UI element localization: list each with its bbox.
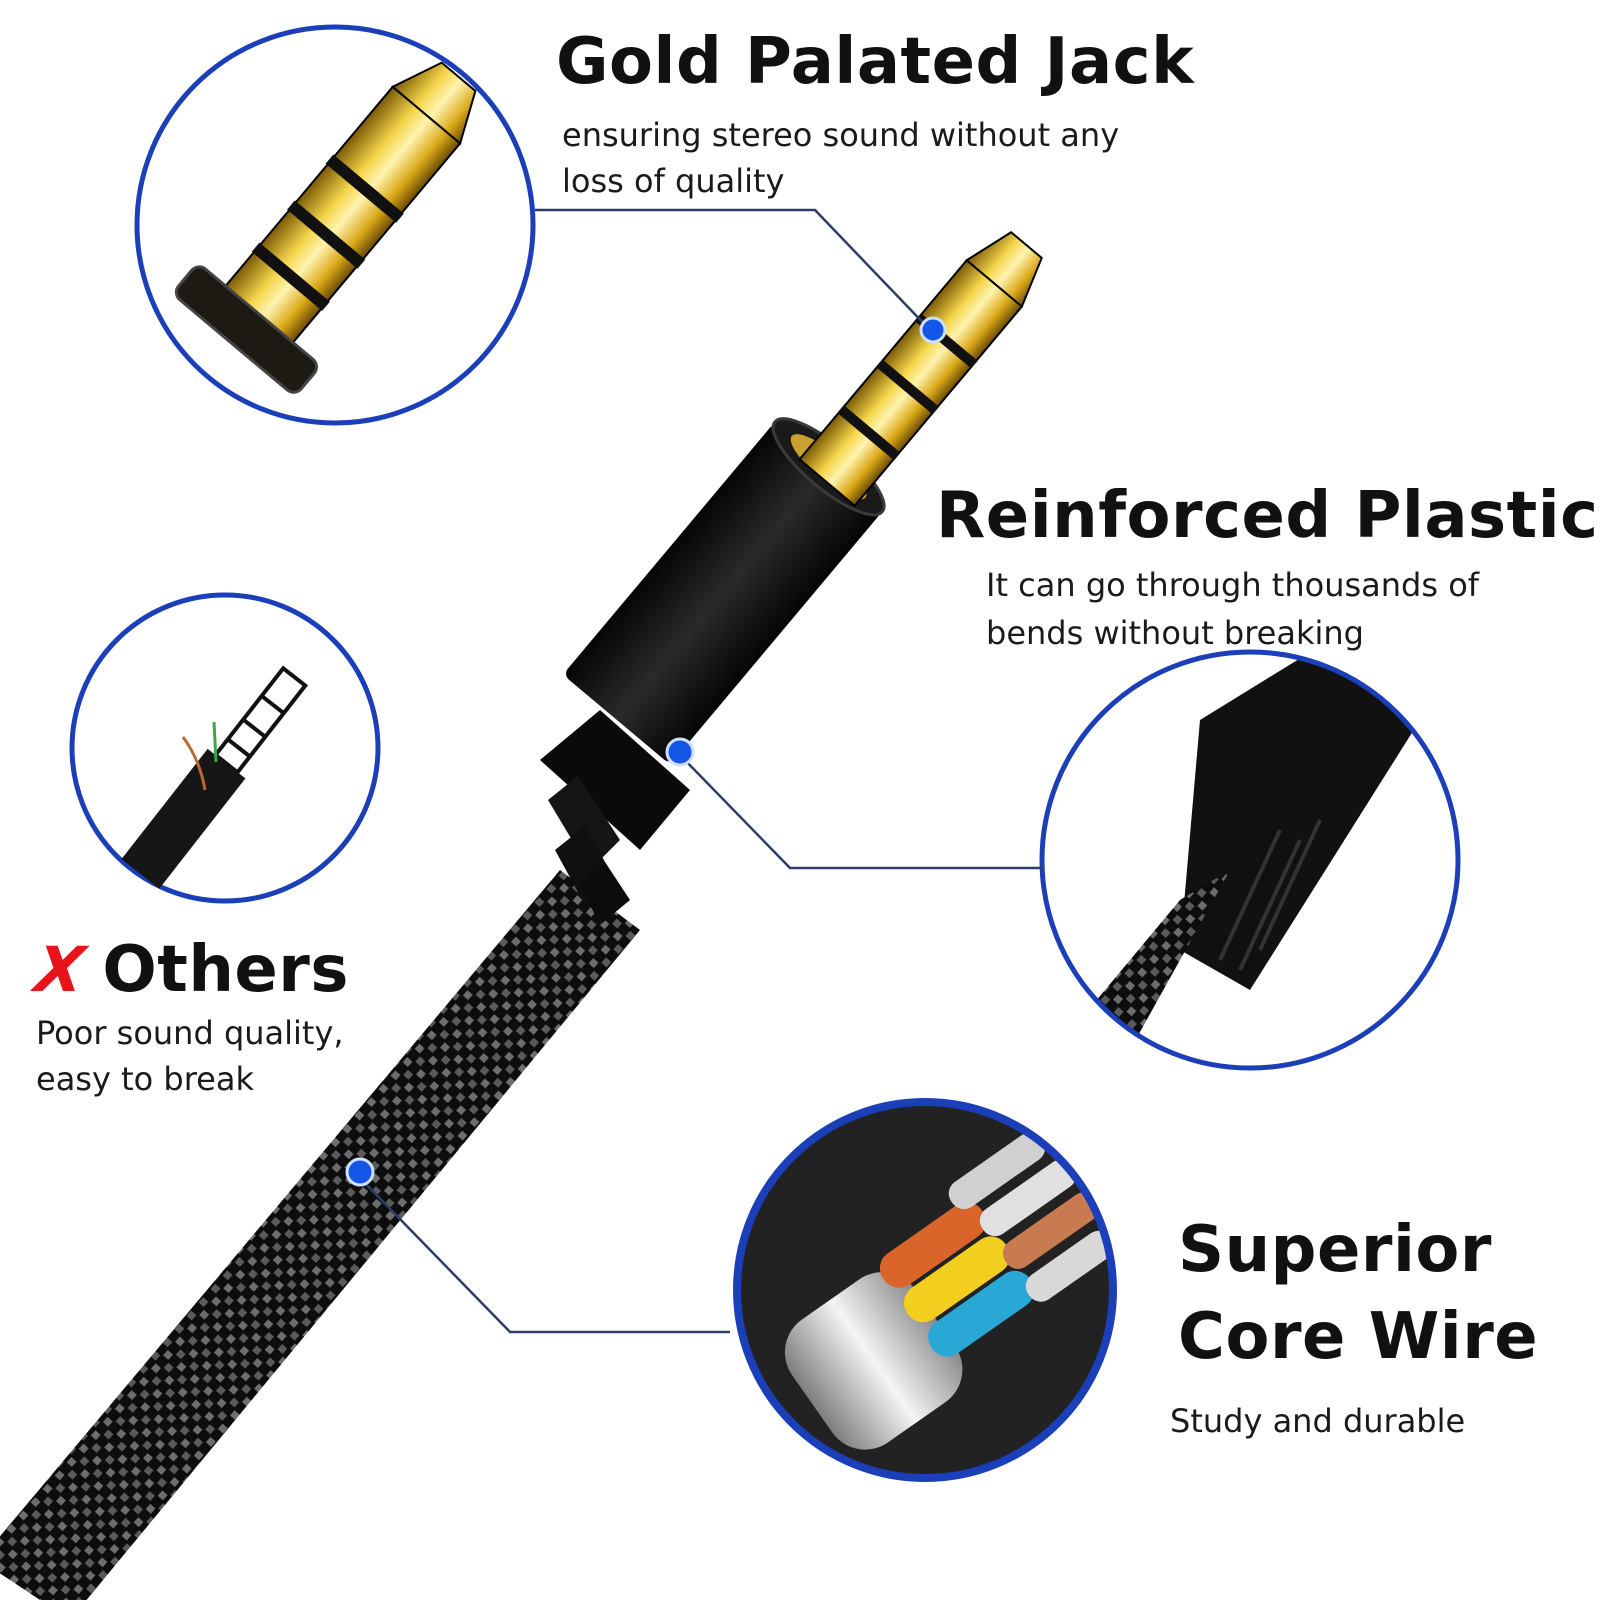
main-cable [0, 870, 640, 1600]
core-wire-title-line-1: Superior [1178, 1213, 1492, 1287]
strain-relief [540, 710, 690, 925]
cheap-plug-closeup [69, 592, 381, 904]
x-mark-icon: X [30, 933, 90, 1006]
core-wire-title-line-2: Core Wire [1178, 1300, 1539, 1374]
others-description-line-2: easy to break [36, 1060, 254, 1098]
gold-pin [798, 231, 1043, 508]
reinforced-plastic-description-line-2: bends without breaking [986, 614, 1364, 652]
reinforced-plastic-title: Reinforced Plastic [936, 479, 1599, 553]
strain-relief-closeup [1039, 649, 1461, 1071]
leader-lines [359, 208, 1042, 1334]
gold-jack-title: Gold Palated Jack [556, 25, 1195, 99]
gold-jack-description-line-2: loss of quality [562, 162, 785, 200]
others-title: Others [102, 933, 349, 1007]
gold-jack-description-line-1: ensuring stereo sound without any [562, 116, 1120, 154]
callout-dot-gold-jack [919, 316, 947, 344]
others-description-line-1: Poor sound quality, [36, 1014, 344, 1052]
callout-dots [345, 316, 947, 1187]
callout-dot-reinforced-plastic [665, 737, 695, 767]
reinforced-plastic-description-line-1: It can go through thousands of [986, 566, 1480, 604]
gold-jack-closeup [134, 24, 536, 426]
callout-dot-core-wire [345, 1157, 375, 1187]
core-wire-cross-section [733, 1098, 1117, 1482]
core-wire-description: Study and durable [1170, 1402, 1466, 1440]
